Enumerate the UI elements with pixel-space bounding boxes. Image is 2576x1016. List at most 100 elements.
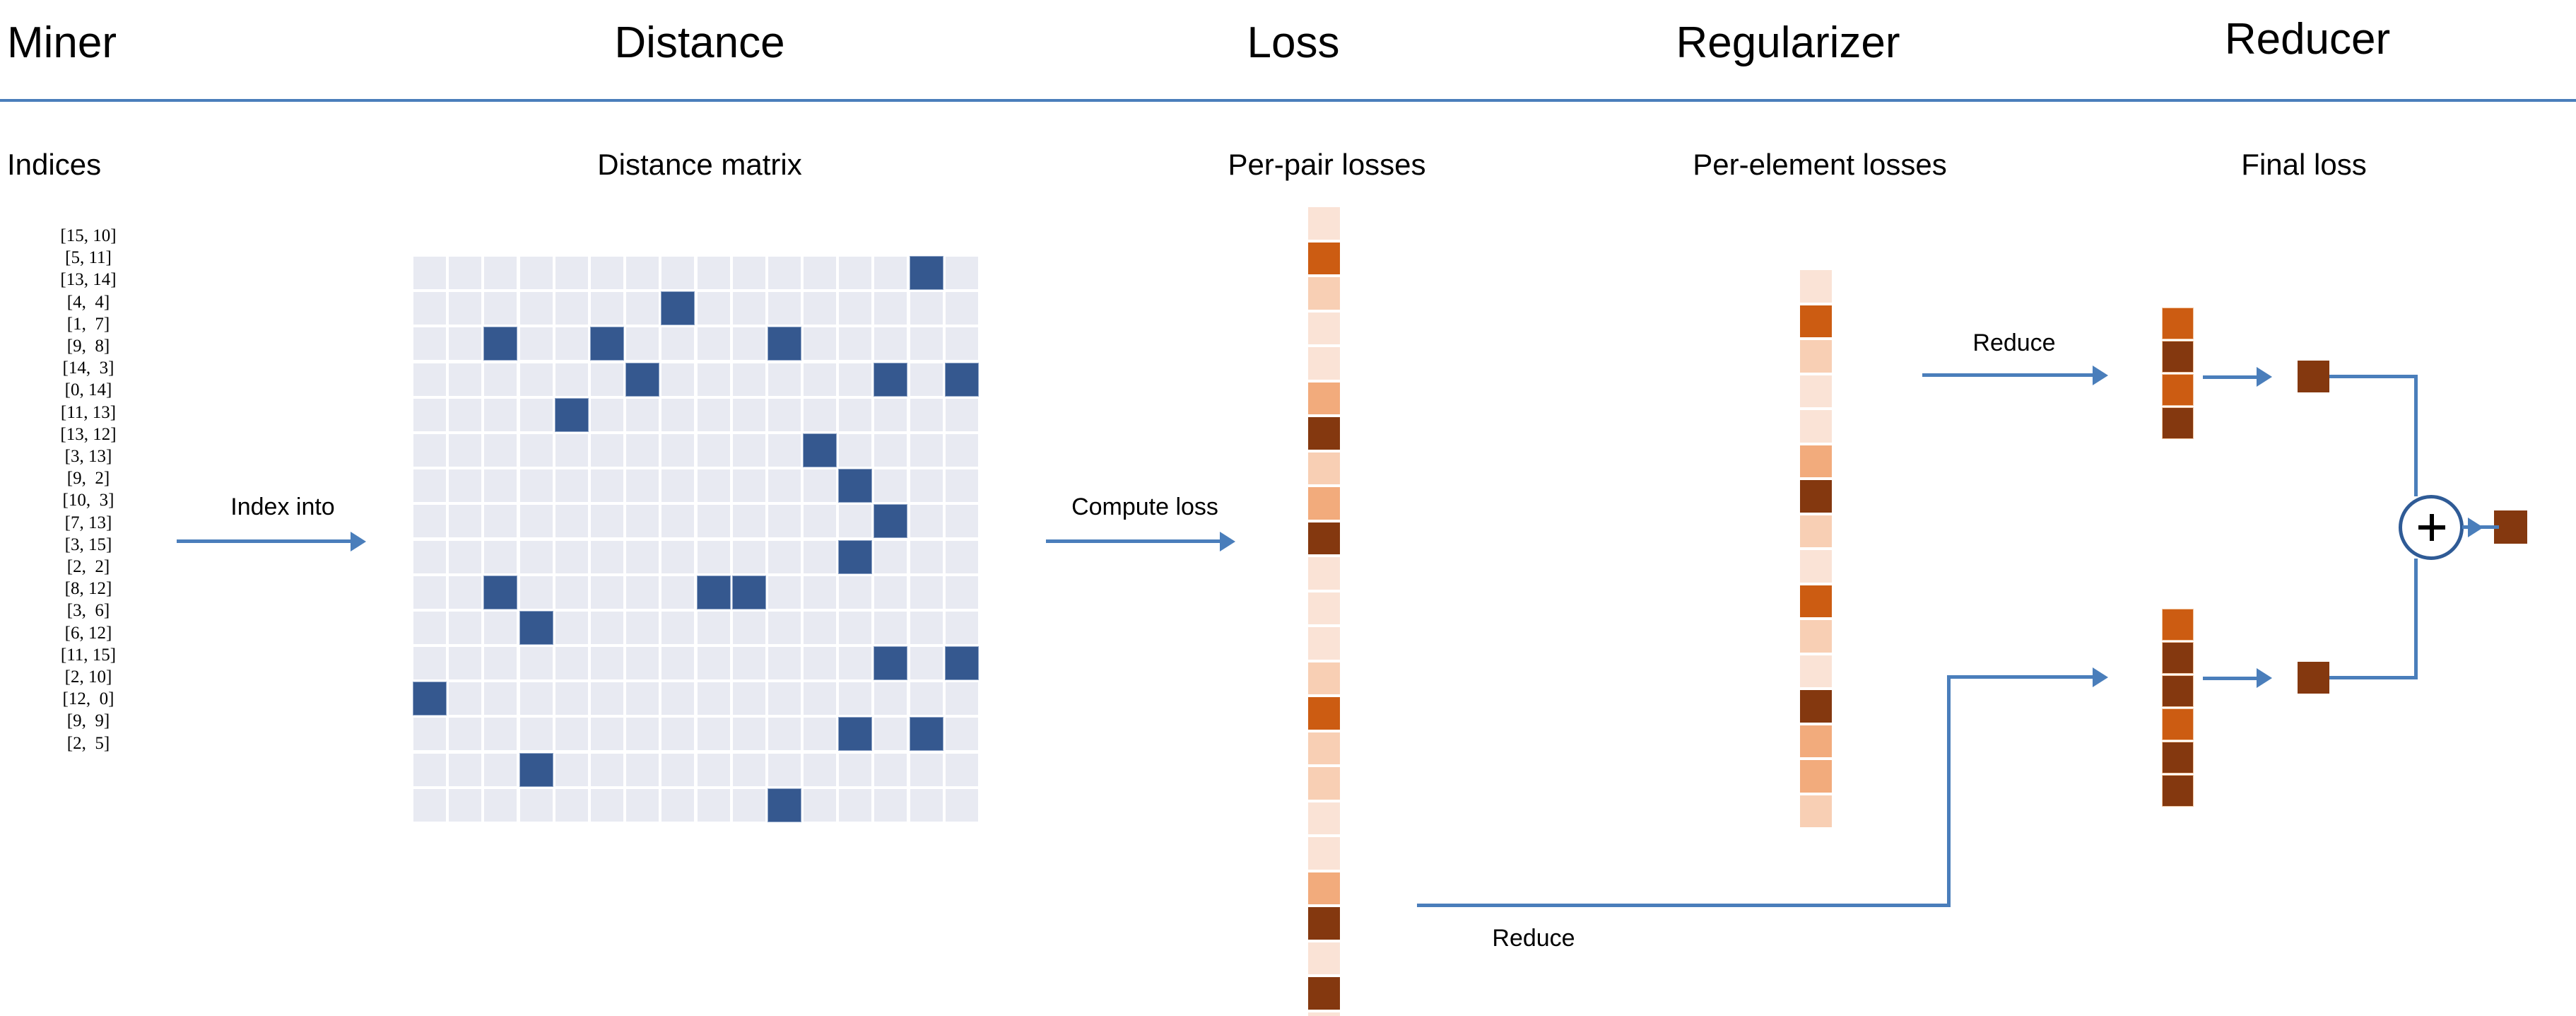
matrix-cell-empty	[519, 327, 553, 361]
reducer-stack-cell	[2162, 609, 2194, 641]
matrix-cell-empty	[626, 398, 659, 431]
matrix-cell-empty	[661, 788, 695, 822]
per-pair-loss-cell	[1308, 312, 1340, 344]
matrix-cell-empty	[697, 611, 730, 644]
matrix-cell-empty	[804, 682, 837, 716]
matrix-cell-empty	[413, 718, 446, 751]
matrix-cell-empty	[804, 753, 837, 786]
matrix-cell-filled	[874, 646, 908, 681]
matrix-cell-empty	[449, 327, 482, 361]
index-pair: [13, 14]	[60, 270, 117, 290]
matrix-cell-empty	[413, 433, 446, 467]
matrix-cell-empty	[945, 292, 978, 325]
matrix-cell-empty	[874, 433, 907, 467]
matrix-cell-empty	[767, 433, 801, 467]
matrix-cell-empty	[555, 753, 588, 786]
matrix-cell-empty	[661, 257, 695, 289]
subheading-final-loss: Final loss	[2241, 148, 2367, 181]
reducer-stack-cell	[2162, 675, 2194, 707]
matrix-cell-empty	[519, 647, 553, 680]
matrix-cell-empty	[945, 788, 978, 822]
header-divider	[0, 99, 2576, 102]
matrix-cell-empty	[661, 327, 695, 361]
matrix-cell-filled	[519, 752, 553, 787]
matrix-cell-empty	[767, 540, 801, 573]
matrix-cell-empty	[697, 540, 730, 573]
matrix-cell-empty	[661, 505, 695, 538]
matrix-cell-empty	[449, 505, 482, 538]
matrix-cell-empty	[732, 469, 765, 503]
matrix-cell-empty	[661, 398, 695, 431]
matrix-cell-empty	[945, 682, 978, 716]
matrix-cell-filled	[803, 433, 837, 467]
matrix-cell-empty	[874, 576, 907, 609]
matrix-cell-empty	[484, 505, 517, 538]
matrix-cell-empty	[804, 363, 837, 396]
index-pair: [6, 12]	[64, 623, 112, 643]
per-pair-loss-cell	[1308, 907, 1340, 940]
matrix-cell-empty	[555, 363, 588, 396]
matrix-cell-empty	[767, 505, 801, 538]
section-title-miner: Miner	[7, 18, 117, 67]
index-pair: [15, 10]	[60, 226, 117, 245]
matrix-cell-empty	[874, 611, 907, 644]
matrix-cell-empty	[590, 682, 623, 716]
matrix-cell-empty	[732, 718, 765, 751]
index-pair: [1, 7]	[66, 314, 110, 334]
matrix-cell-empty	[484, 718, 517, 751]
matrix-cell-empty	[697, 753, 730, 786]
matrix-cell-empty	[732, 433, 765, 467]
matrix-cell-empty	[804, 398, 837, 431]
matrix-cell-empty	[767, 753, 801, 786]
matrix-cell-empty	[626, 788, 659, 822]
per-pair-loss-cell	[1308, 522, 1340, 554]
matrix-cell-empty	[910, 576, 943, 609]
index-pair: [11, 13]	[60, 402, 117, 422]
index-pair: [0, 14]	[64, 380, 112, 400]
index-pair: [12, 0]	[62, 689, 114, 709]
matrix-cell-empty	[767, 682, 801, 716]
matrix-cell-empty	[767, 469, 801, 503]
subheading-per-element-losses: Per-element losses	[1693, 148, 1947, 181]
per-pair-loss-cell	[1308, 592, 1340, 624]
matrix-cell-empty	[839, 363, 872, 396]
matrix-cell-empty	[661, 576, 695, 609]
matrix-cell-empty	[767, 363, 801, 396]
matrix-cell-empty	[590, 576, 623, 609]
matrix-cell-empty	[555, 327, 588, 361]
matrix-cell-empty	[449, 433, 482, 467]
per-element-loss-cell	[1800, 795, 1832, 827]
matrix-cell-empty	[519, 718, 553, 751]
matrix-cell-empty	[661, 611, 695, 644]
matrix-cell-filled	[767, 327, 801, 361]
matrix-cell-empty	[910, 682, 943, 716]
matrix-cell-empty	[732, 682, 765, 716]
matrix-cell-empty	[413, 363, 446, 396]
per-pair-loss-cell	[1308, 487, 1340, 520]
matrix-cell-empty	[874, 682, 907, 716]
matrix-cell-empty	[697, 363, 730, 396]
section-title-distance: Distance	[614, 18, 785, 67]
matrix-cell-filled	[874, 504, 908, 539]
matrix-cell-empty	[804, 647, 837, 680]
matrix-cell-empty	[555, 576, 588, 609]
matrix-cell-filled	[838, 469, 873, 503]
matrix-cell-empty	[839, 647, 872, 680]
index-pair: [3, 13]	[64, 447, 112, 467]
matrix-cell-empty	[484, 433, 517, 467]
matrix-cell-empty	[626, 753, 659, 786]
matrix-cell-empty	[910, 788, 943, 822]
distance-matrix-grid	[413, 256, 981, 824]
arrow-reduce-bottom-head	[2093, 667, 2108, 687]
indices-list: [15, 10][5, 11][13, 14][4, 4][1, 7][9, 8…	[28, 225, 148, 754]
matrix-cell-empty	[590, 363, 623, 396]
per-pair-loss-cell	[1308, 557, 1340, 590]
matrix-cell-empty	[804, 292, 837, 325]
matrix-cell-empty	[484, 647, 517, 680]
matrix-cell-empty	[910, 611, 943, 644]
matrix-cell-empty	[839, 611, 872, 644]
matrix-cell-empty	[767, 257, 801, 289]
per-element-loss-cell	[1800, 410, 1832, 443]
sum-node	[2399, 495, 2464, 560]
matrix-cell-empty	[519, 469, 553, 503]
